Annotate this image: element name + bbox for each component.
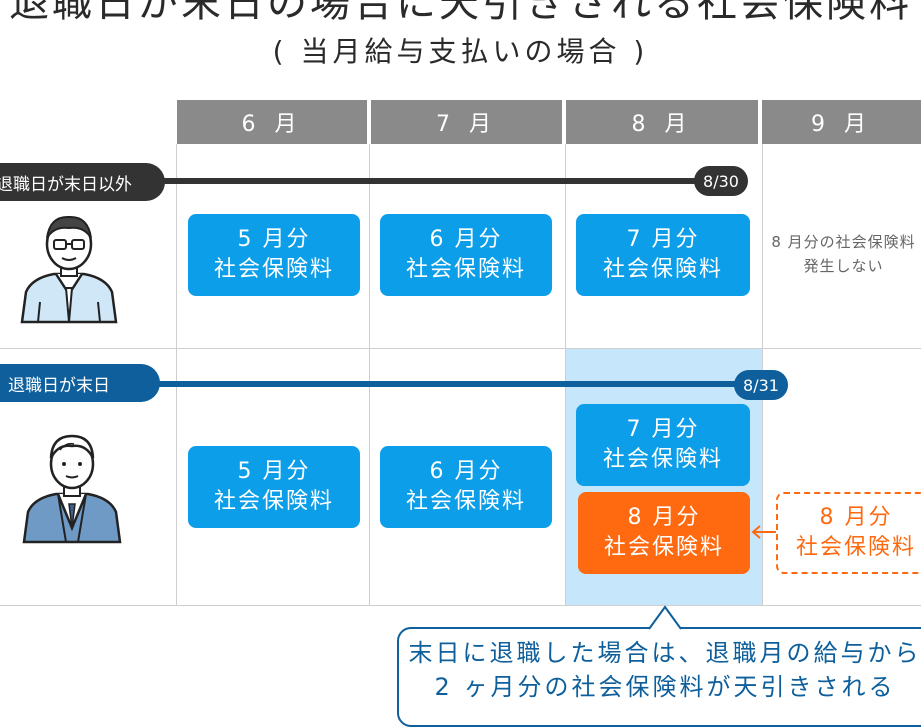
premium-card-may: 5 月分 社会保険料 — [188, 214, 360, 296]
note-line-1: 8 月分の社会保険料 — [771, 233, 916, 251]
month-header-june: 6 月 — [177, 100, 367, 144]
card-month: 8 月分 — [819, 505, 893, 530]
page-subtitle: ( 当月給与支払いの場合 ) — [272, 35, 649, 68]
card-label: 社会保険料 — [405, 489, 526, 514]
card-label: 社会保険料 — [602, 447, 723, 472]
card-label: 社会保険料 — [213, 489, 334, 514]
premium-card-august-moved: 8 月分 社会保険料 — [776, 492, 921, 574]
row-label-last-day: 退職日が末日 — [0, 364, 160, 402]
end-date-badge: 8/31 — [734, 370, 788, 400]
month-header-september: 9 月 — [762, 100, 921, 144]
card-month: 5 月分 — [237, 227, 311, 252]
row-label-not-last-day: 退職日が末日以外 — [0, 163, 165, 201]
month-header-august: 8 月 — [566, 100, 758, 144]
month-header-july: 7 月 — [371, 100, 562, 144]
card-month: 7 月分 — [626, 417, 700, 442]
grid-line — [565, 144, 566, 606]
person-illustration — [20, 215, 118, 324]
card-month: 6 月分 — [429, 459, 503, 484]
card-month: 7 月分 — [626, 227, 700, 252]
end-date-badge: 8/30 — [694, 166, 748, 196]
premium-card-june: 6 月分 社会保険料 — [380, 446, 552, 528]
card-label: 社会保険料 — [213, 257, 334, 282]
callout-text: 末日に退職した場合は、退職月の給与から 2 ヶ月分の社会保険料が天引きされる — [400, 636, 921, 704]
card-month: 6 月分 — [429, 227, 503, 252]
grid-line — [176, 144, 177, 606]
grid-line — [369, 144, 370, 606]
premium-card-august: 8 月分 社会保険料 — [578, 492, 750, 574]
row-divider — [0, 605, 921, 606]
premium-card-june: 6 月分 社会保険料 — [380, 214, 552, 296]
card-label: 社会保険料 — [602, 257, 723, 282]
callout-line-2: 2 ヶ月分の社会保険料が天引きされる — [434, 673, 896, 701]
premium-card-july: 7 月分 社会保険料 — [576, 214, 750, 296]
arrow-left-icon — [751, 525, 776, 539]
page-title: 退職日が末日の場合に天引きされる社会保険料 — [9, 0, 912, 26]
no-premium-note: 8 月分の社会保険料 発生しない — [766, 230, 921, 278]
card-month: 8 月分 — [627, 505, 701, 530]
card-label: 社会保険料 — [603, 535, 724, 560]
timeline-bar-not-last-day — [130, 178, 710, 184]
card-label: 社会保険料 — [405, 257, 526, 282]
premium-card-july: 7 月分 社会保険料 — [576, 404, 750, 486]
premium-card-may: 5 月分 社会保険料 — [188, 446, 360, 528]
person-illustration — [22, 434, 122, 544]
row-divider — [0, 348, 921, 349]
callout-pointer — [648, 605, 682, 630]
note-line-2: 発生しない — [803, 257, 884, 275]
card-label: 社会保険料 — [795, 535, 916, 560]
timeline-bar-last-day — [130, 381, 760, 387]
card-month: 5 月分 — [237, 459, 311, 484]
callout-line-1: 末日に退職した場合は、退職月の給与から — [408, 639, 921, 667]
